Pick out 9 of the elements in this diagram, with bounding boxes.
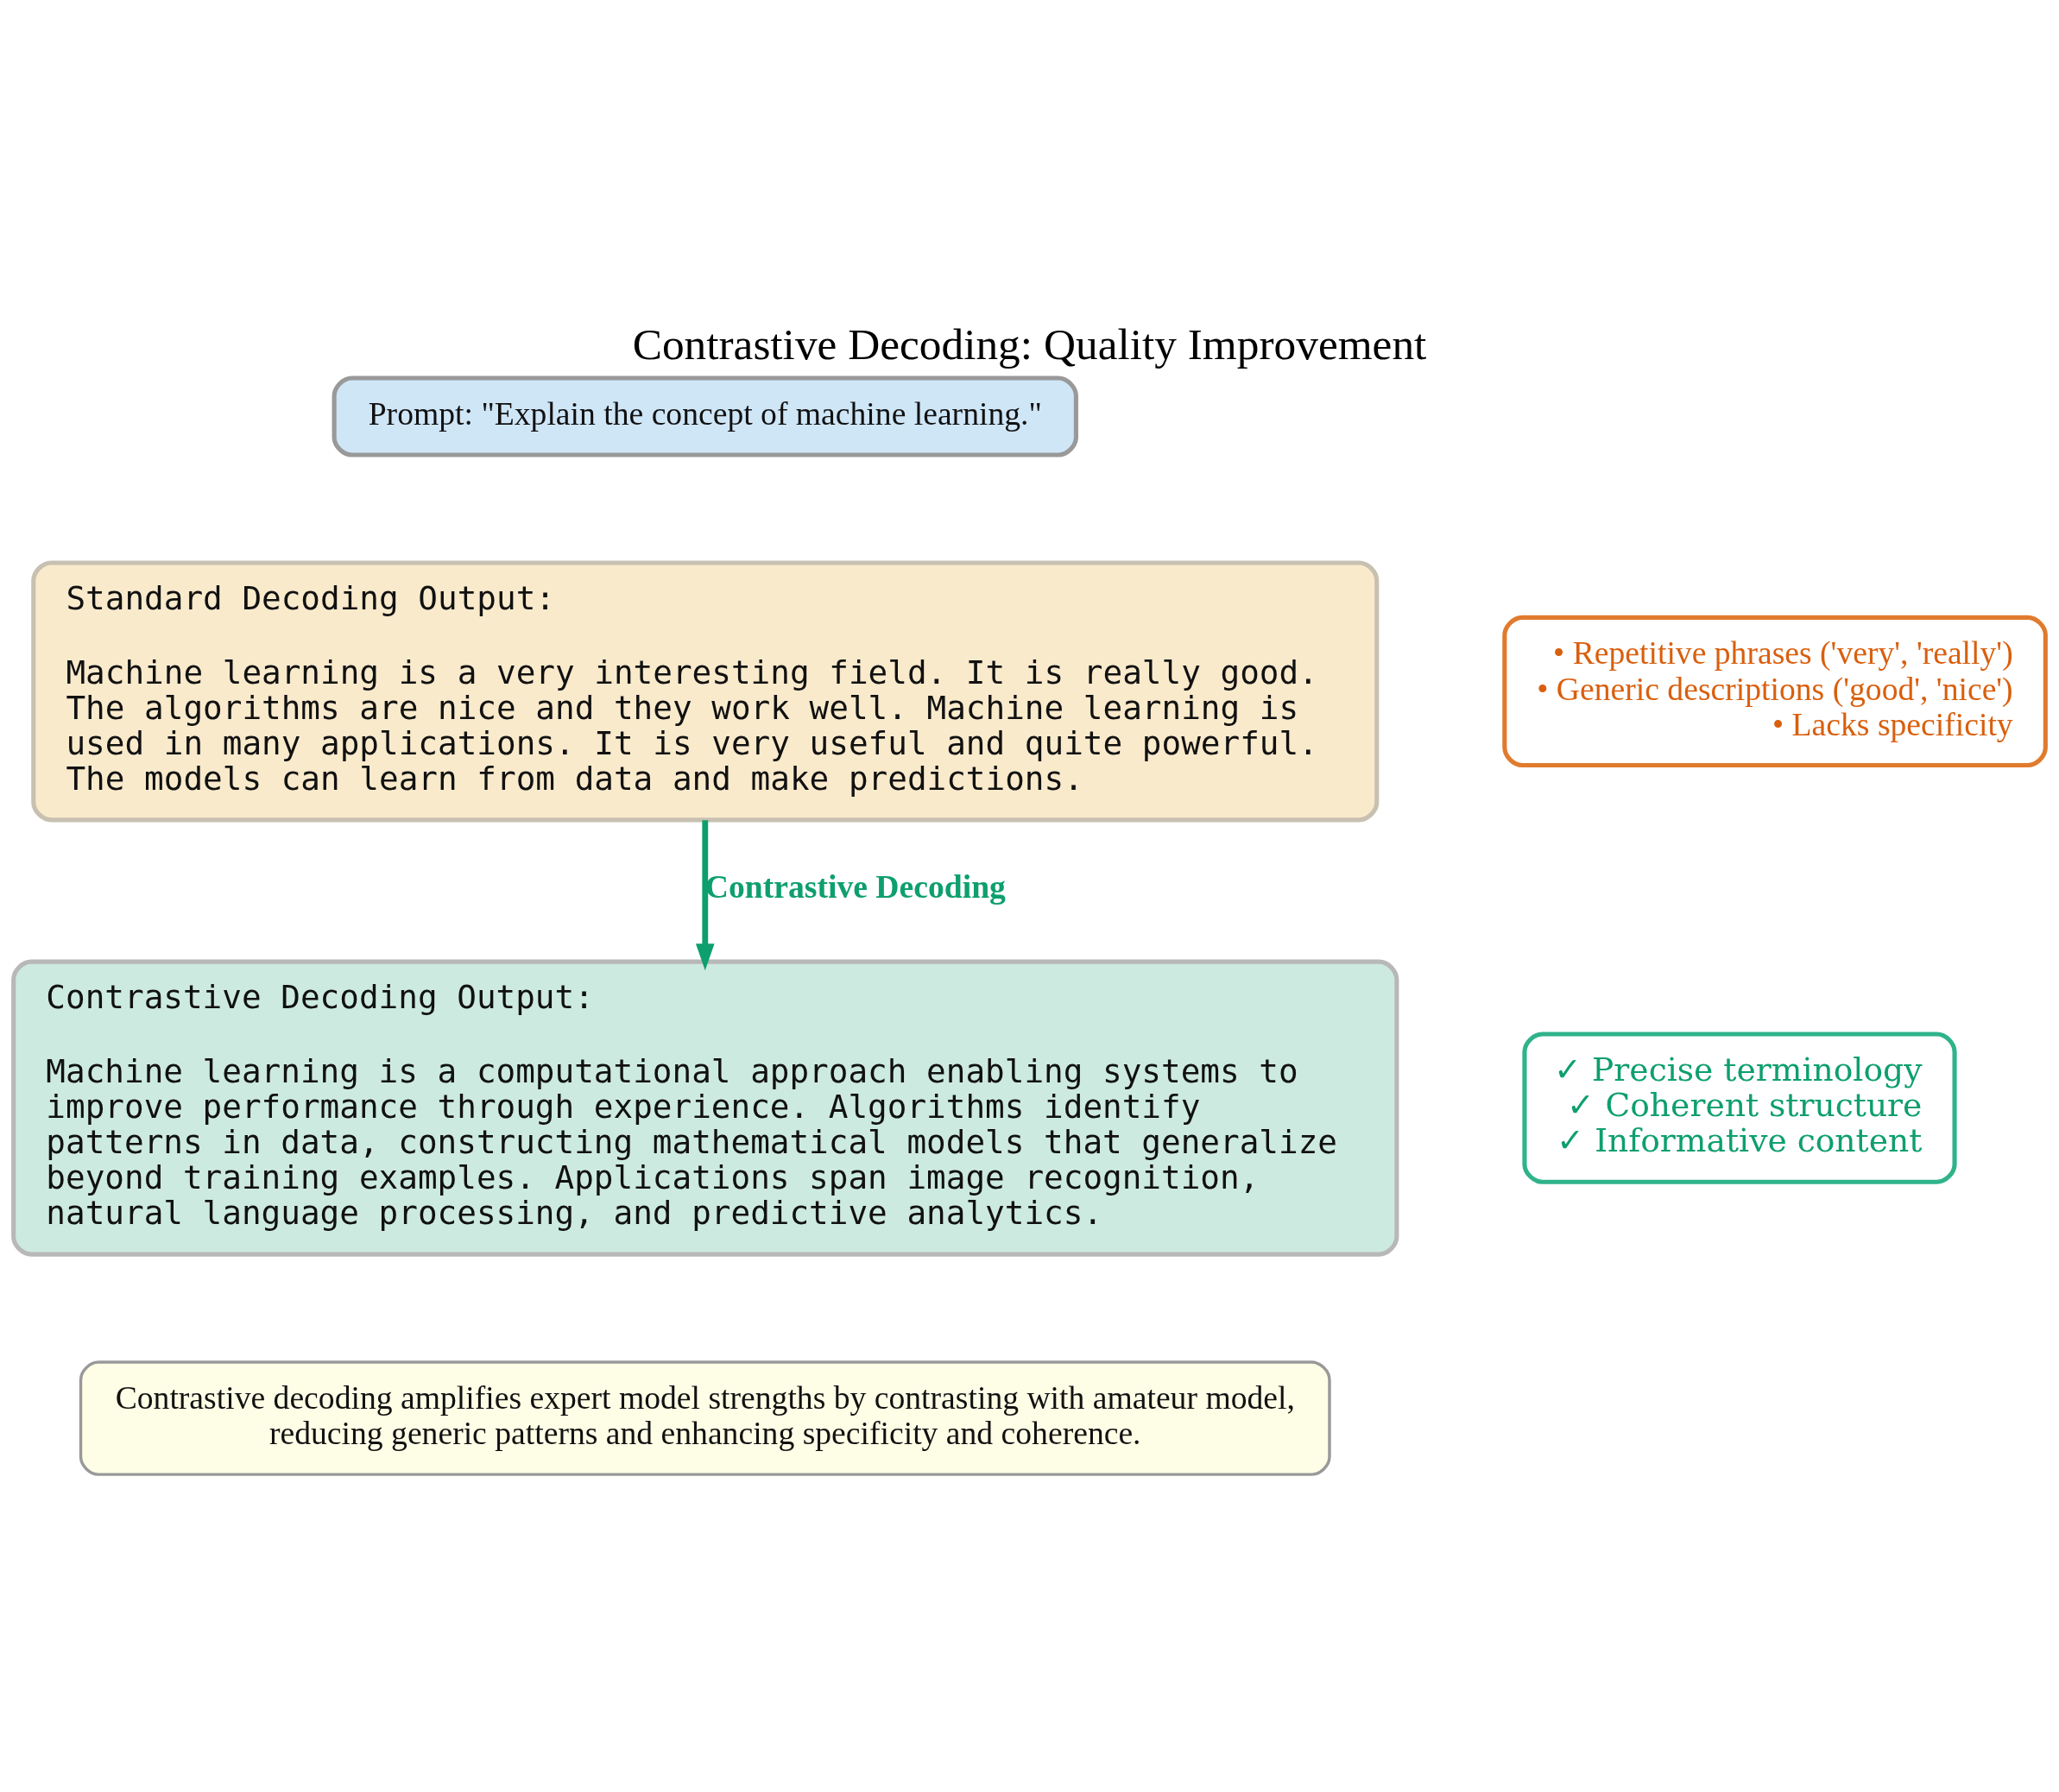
node-box: Contrastive Decoding Output: Machine learning is a computational approach enabling systems to improve performance through experience. Algorithms identify patterns in data, constructing mathematical models that generalize beyond training examples. Applications span image recognition, natural language processing, and predictive analytics. <box>11 959 1399 1257</box>
node-box: Prompt: "Explain the concept of machine learning." <box>332 375 1078 457</box>
edge-label: Contrastive Decoding <box>704 868 1006 905</box>
node-box: • Repetitive phrases ('very', 'really') • Generic descriptions ('good', 'nice') • Lacks specificity <box>1502 615 2048 768</box>
arrow <box>695 820 715 971</box>
node-box: Standard Decoding Output: Machine learning is a very interesting field. It is really good. The algorithms are nice and they work well. Machine learning is used in many applications. It is very useful and quite powerful. The models can learn from data and make predictions. <box>31 560 1380 823</box>
node-box: Contrastive decoding amplifies expert model strengths by contrasting with amateur model, reducing generic patterns and enhancing specificity and coherence. <box>79 1360 1331 1476</box>
diagram-title: Contrastive Decoding: Quality Improvement <box>632 319 1427 369</box>
node-box: ✓ Precise terminology ✓ Coherent structure ✓ Informative content <box>1522 1032 1957 1184</box>
